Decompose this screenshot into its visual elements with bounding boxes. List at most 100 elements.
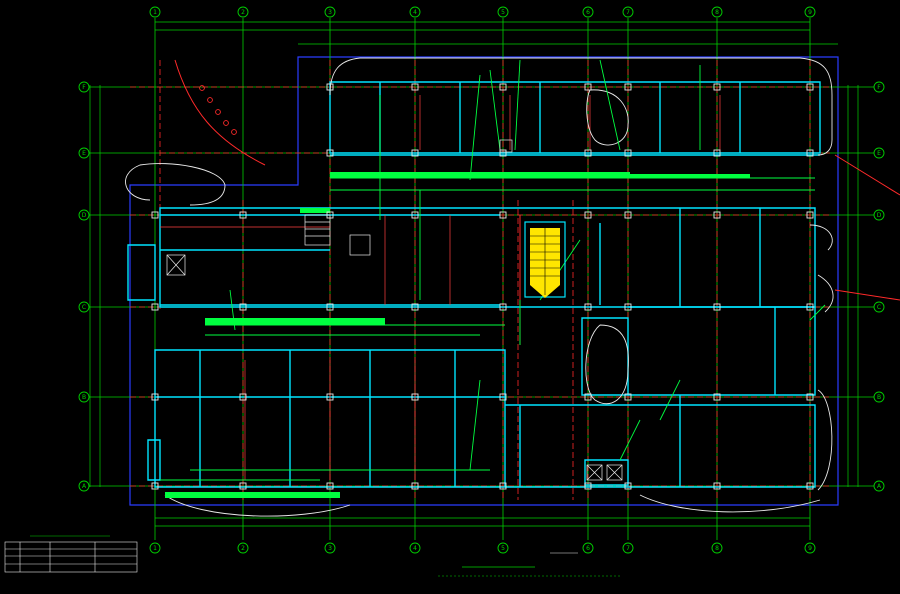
column-30 [713,303,721,311]
column-1 [326,83,334,91]
column-37 [326,393,334,401]
axis-bubble-row-right-1 [873,81,885,93]
column-46 [624,482,632,490]
axis-label-col-top-7: 7 [626,9,630,16]
column-50 [806,482,814,490]
column-39 [411,393,419,401]
column-49 [806,393,814,401]
axis-bubble-col-top-8 [711,6,723,18]
axis-bubble-col-bot-5 [497,542,509,554]
axis-bubble-row-right-5 [873,391,885,403]
small-stairs [166,139,623,481]
column-15 [151,211,159,219]
axis-bubble-col-top-9 [804,6,816,18]
axis-bubbles [78,6,885,554]
axis-bubble-col-bot-1 [149,542,161,554]
axis-label-col-top-2: 2 [241,9,245,16]
column-8 [584,149,592,157]
staircase-arrow [524,221,566,298]
axis-bubble-row-left-6 [78,480,90,492]
axis-bubble-col-bot-4 [409,542,421,554]
axis-label-row-left-F: F [82,84,86,91]
axis-label-col-bot-2: 2 [241,545,245,552]
axis-label-col-top-9: 9 [808,9,812,16]
red-circles [199,85,237,135]
column-20 [326,303,334,311]
axis-label-row-right-D: D [877,212,882,219]
axis-bubble-col-top-5 [497,6,509,18]
column-18 [239,303,247,311]
axis-label-col-bot-6: 6 [586,545,590,552]
green-busbars [165,172,750,498]
column-29 [713,211,721,219]
column-47 [713,393,721,401]
column-31 [806,211,814,219]
axis-bubble-row-right-4 [873,301,885,313]
axis-label-row-right-B: B [877,394,881,401]
axis-bubble-col-top-3 [324,6,336,18]
column-44 [584,482,592,490]
column-33 [151,393,159,401]
axis-bubble-row-left-3 [78,209,90,221]
column-28 [624,303,632,311]
column-48 [713,482,721,490]
axis-label-col-top-5: 5 [501,9,505,16]
axis-label-col-bot-5: 5 [501,545,505,552]
column-24 [499,303,507,311]
column-45 [624,393,632,401]
column-43 [584,393,592,401]
axis-label-row-right-A: A [877,483,882,490]
axis-label-col-bot-1: 1 [153,545,157,552]
column-22 [411,303,419,311]
axis-label-row-left-E: E [82,150,86,157]
column-25 [584,211,592,219]
axis-bubble-col-top-1 [149,6,161,18]
column-9 [624,83,632,91]
axis-label-row-left-D: D [82,212,87,219]
column-10 [624,149,632,157]
axis-label-row-left-A: A [82,483,87,490]
axis-label-row-right-F: F [877,84,881,91]
axis-bubble-row-right-6 [873,480,885,492]
column-42 [499,482,507,490]
axis-label-row-right-E: E [877,150,881,157]
axis-labels: 1 2 3 4 5 6 7 8 9 1 2 3 4 5 6 7 8 9 F E … [82,9,882,552]
column-2 [326,149,334,157]
column-12 [713,149,721,157]
column-13 [806,83,814,91]
column-27 [624,211,632,219]
dimension-lines [89,21,859,527]
axis-bubble-row-left-1 [78,81,90,93]
drawing-title-block [438,552,620,577]
axis-bubble-row-left-4 [78,301,90,313]
axis-label-col-bot-4: 4 [413,545,417,552]
column-19 [326,211,334,219]
building-frame [129,56,839,506]
column-40 [411,482,419,490]
axis-bubble-col-top-2 [237,6,249,18]
axis-label-col-bot-3: 3 [328,545,332,552]
column-41 [499,393,507,401]
axis-bubble-row-left-5 [78,391,90,403]
axis-bubble-row-right-2 [873,147,885,159]
axis-bubble-col-top-6 [582,6,594,18]
column-32 [806,303,814,311]
axis-label-col-top-4: 4 [413,9,417,16]
column-38 [326,482,334,490]
axis-bubble-col-bot-9 [804,542,816,554]
axis-bubble-col-bot-6 [582,542,594,554]
axis-bubble-col-top-4 [409,6,421,18]
column-7 [584,83,592,91]
axis-label-col-top-6: 6 [586,9,590,16]
legend-table [4,535,138,573]
axis-bubble-row-right-3 [873,209,885,221]
column-14 [806,149,814,157]
axis-label-col-top-3: 3 [328,9,332,16]
column-26 [584,303,592,311]
column-35 [239,393,247,401]
structural-columns [151,83,814,490]
white-outline-curves [125,57,834,517]
axis-bubble-col-bot-7 [622,542,634,554]
axis-label-row-left-C: C [82,304,86,311]
